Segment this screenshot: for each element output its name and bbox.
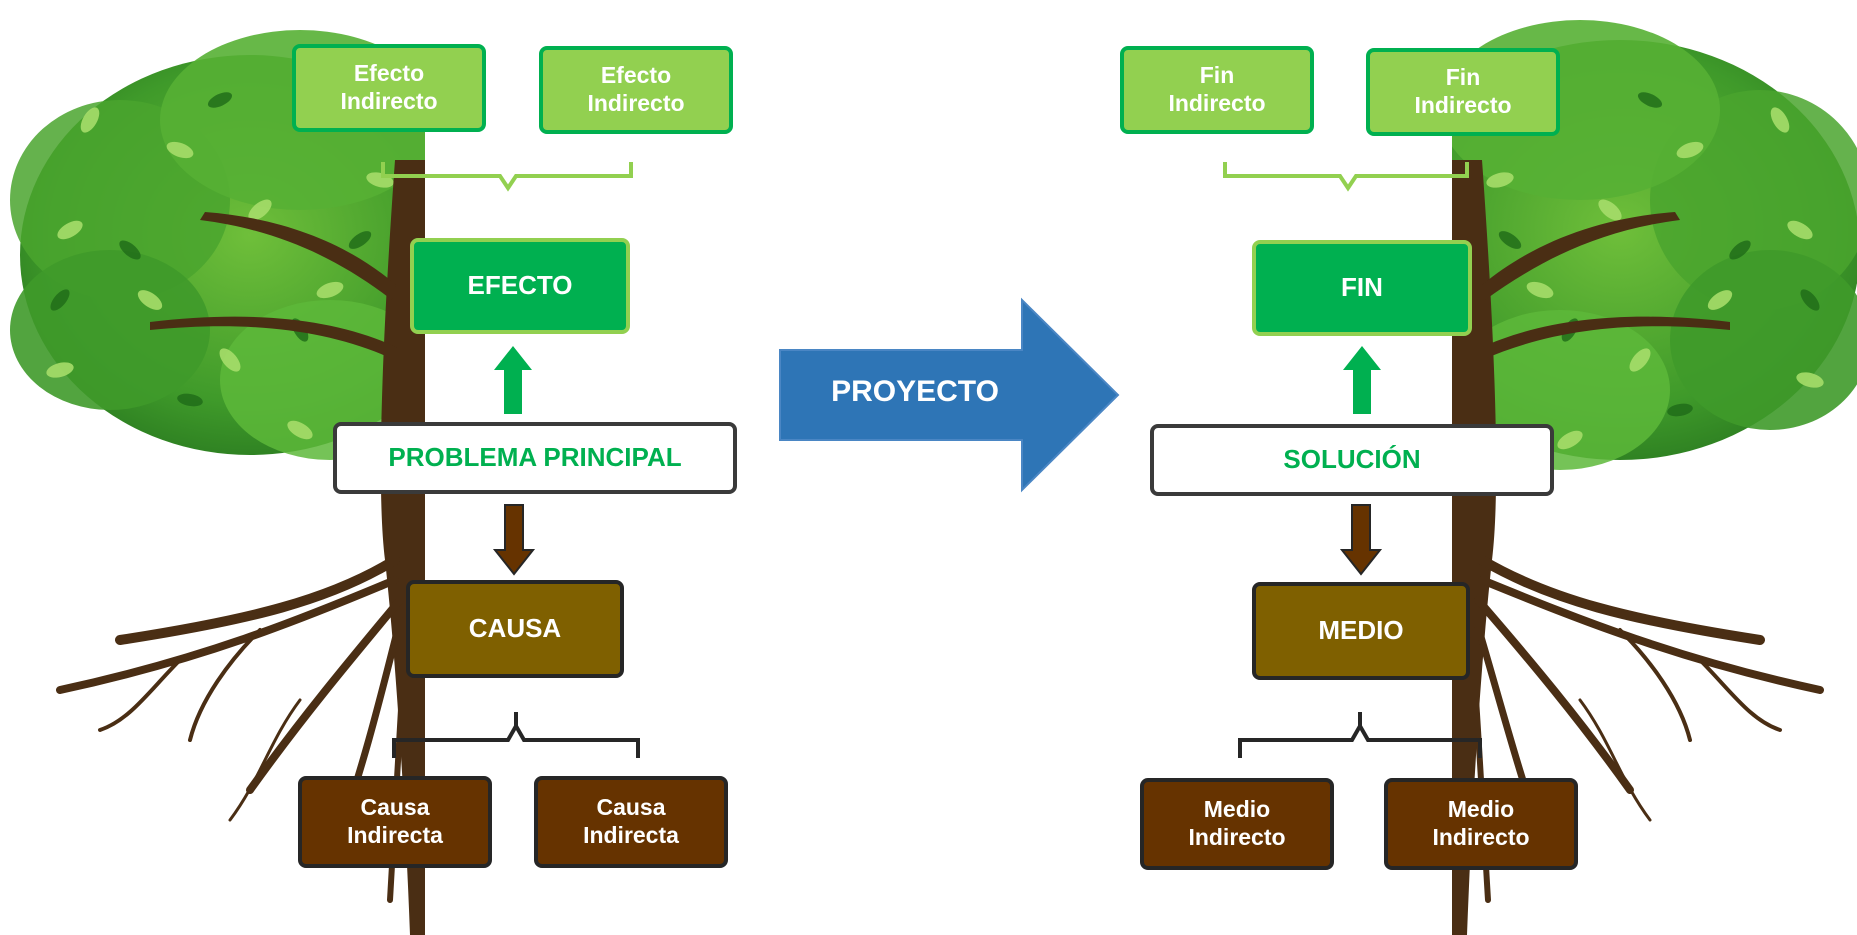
- cause-box: CAUSA: [406, 580, 624, 678]
- right-tree-illustration: [1452, 20, 1857, 935]
- indirect-cause-box-1: Causa Indirecta: [298, 776, 492, 868]
- ends-bracket: [1223, 162, 1469, 192]
- arrow-up-to-end: [1343, 346, 1381, 414]
- effect-box: EFECTO: [410, 238, 630, 334]
- indirect-cause-box-2: Causa Indirecta: [534, 776, 728, 868]
- solution-box: SOLUCIÓN: [1150, 424, 1554, 496]
- indirect-end-box-2: Fin Indirecto: [1366, 48, 1560, 136]
- indirect-end-box-1: Fin Indirecto: [1120, 46, 1314, 134]
- means-bracket: [1238, 721, 1482, 758]
- indirect-effect-box-2: Efecto Indirecto: [539, 46, 733, 134]
- indirect-means-box-2: Medio Indirecto: [1384, 778, 1578, 870]
- indirect-means-box-1: Medio Indirecto: [1140, 778, 1334, 870]
- left-tree-canopy: [10, 30, 425, 460]
- indirect-effect-box-1: Efecto Indirecto: [292, 44, 486, 132]
- main-problem-box: PROBLEMA PRINCIPAL: [333, 422, 737, 494]
- means-box: MEDIO: [1252, 582, 1470, 680]
- proyecto-arrow-shape: [779, 297, 1120, 493]
- proyecto-label: PROYECTO: [831, 375, 999, 408]
- arrow-down-to-cause: [492, 504, 536, 576]
- causes-bracket: [392, 721, 640, 758]
- effects-bracket: [381, 162, 633, 192]
- arrow-down-to-means: [1339, 504, 1383, 576]
- end-box: FIN: [1252, 240, 1472, 336]
- arrow-up-to-effect: [494, 346, 532, 414]
